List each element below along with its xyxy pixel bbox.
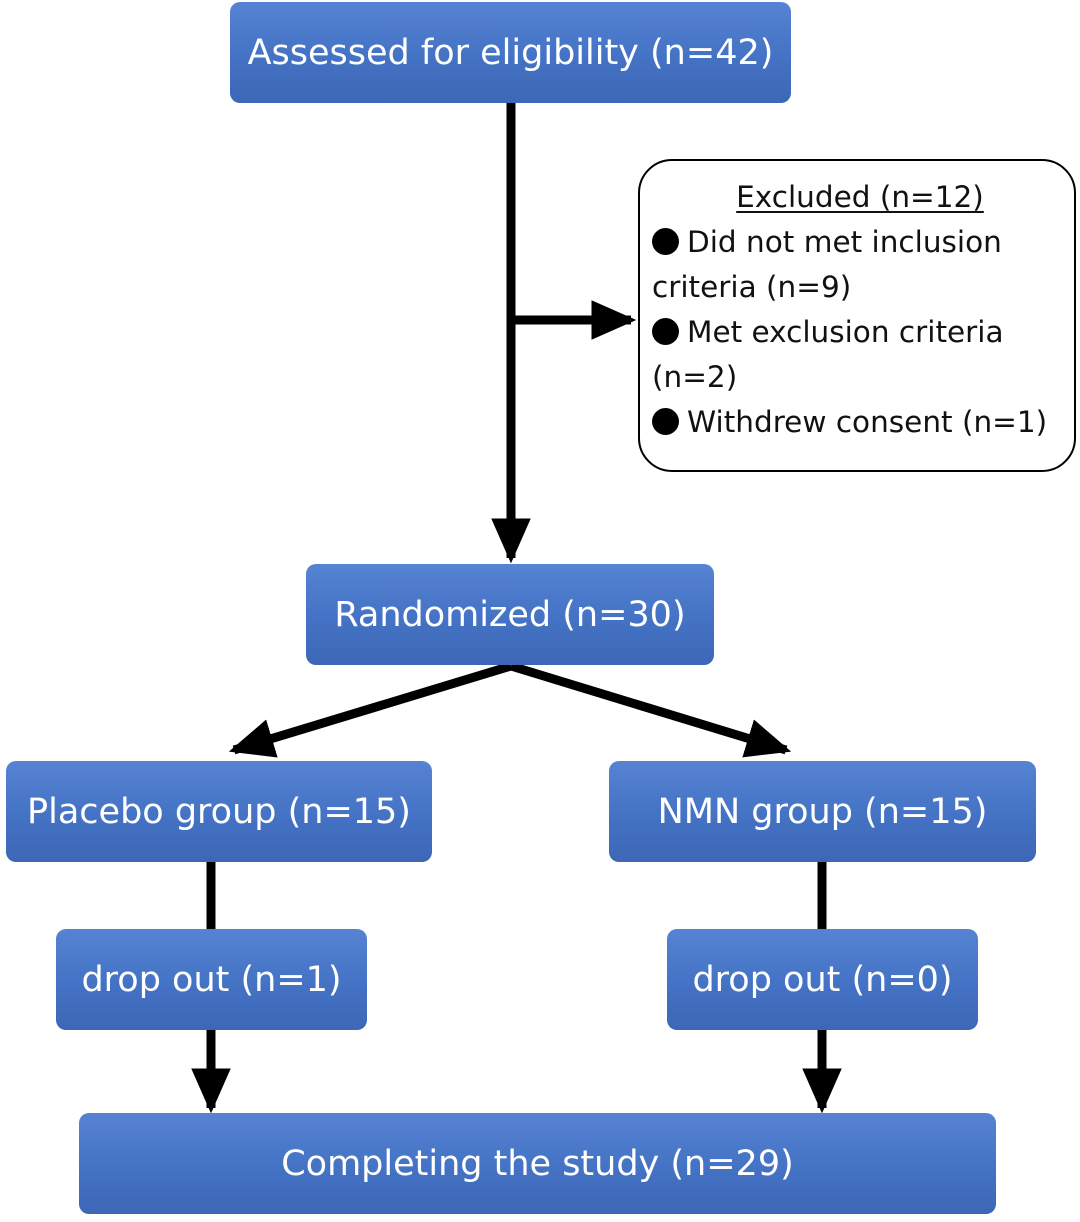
excluded-item-text: Withdrew consent (n=1)	[687, 405, 1048, 439]
dropout-nmn-box: drop out (n=0)	[667, 929, 978, 1030]
dropout-placebo-label: drop out (n=1)	[81, 959, 342, 1000]
nmn-group-label: NMN group (n=15)	[657, 791, 988, 832]
arrow-randomized-to-nmn	[509, 661, 792, 758]
randomized-label: Randomized (n=30)	[334, 594, 686, 635]
nmn-group-box: NMN group (n=15)	[609, 761, 1036, 862]
excluded-item: Withdrew consent (n=1)	[652, 400, 1068, 445]
dropout-placebo-box: drop out (n=1)	[56, 929, 367, 1030]
randomized-box: Randomized (n=30)	[306, 564, 714, 665]
completed-box: Completing the study (n=29)	[79, 1113, 996, 1214]
completed-label: Completing the study (n=29)	[281, 1143, 794, 1184]
assessed-label: Assessed for eligibility (n=42)	[247, 32, 774, 73]
bullet-icon	[652, 408, 679, 435]
excluded-item: Did not met inclusion criteria (n=9)	[652, 220, 1068, 310]
placebo-group-label: Placebo group (n=15)	[27, 791, 411, 832]
placebo-group-box: Placebo group (n=15)	[6, 761, 432, 862]
arrow-randomized-to-placebo	[228, 661, 513, 758]
assessed-box: Assessed for eligibility (n=42)	[230, 2, 791, 103]
bullet-icon	[652, 228, 679, 255]
excluded-title: Excluded (n=12)	[736, 180, 984, 214]
excluded-box: Excluded (n=12) Did not met inclusion cr…	[638, 159, 1076, 472]
excluded-item-text: Met exclusion criteria (n=2)	[652, 315, 1004, 394]
excluded-item-text: Did not met inclusion criteria (n=9)	[652, 225, 1002, 304]
bullet-icon	[652, 318, 679, 345]
dropout-nmn-label: drop out (n=0)	[692, 959, 953, 1000]
excluded-item: Met exclusion criteria (n=2)	[652, 310, 1068, 400]
